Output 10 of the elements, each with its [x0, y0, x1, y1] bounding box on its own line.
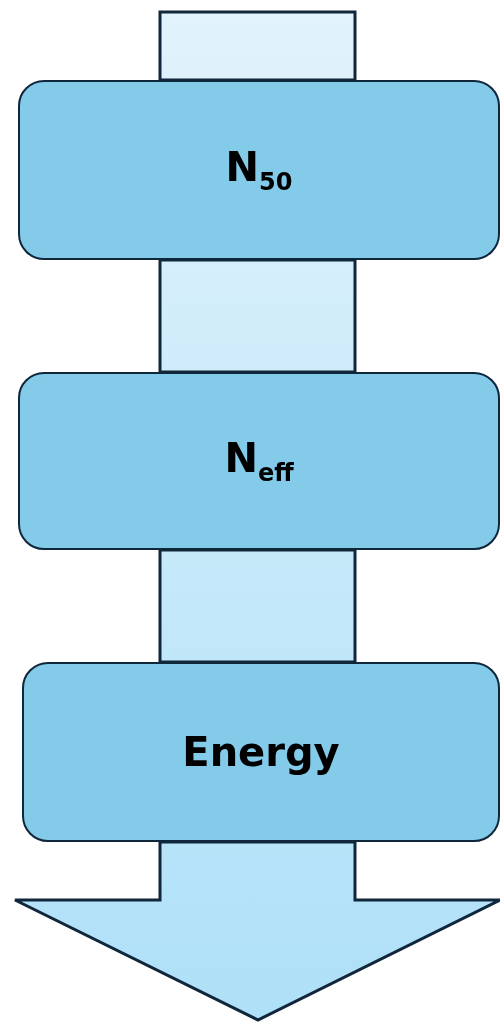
box-label: N$_{50}$	[225, 144, 293, 196]
box-label: Energy	[182, 729, 340, 775]
block-arrow	[13, 840, 500, 1022]
arrow-shaft	[158, 258, 357, 374]
rounded-box	[22, 662, 500, 842]
rounded-box	[18, 80, 500, 260]
arrow-shaft	[158, 548, 357, 664]
box-label: N$_{eff}$	[224, 435, 294, 487]
arrow-shaft	[158, 10, 357, 82]
rounded-box	[18, 372, 500, 550]
